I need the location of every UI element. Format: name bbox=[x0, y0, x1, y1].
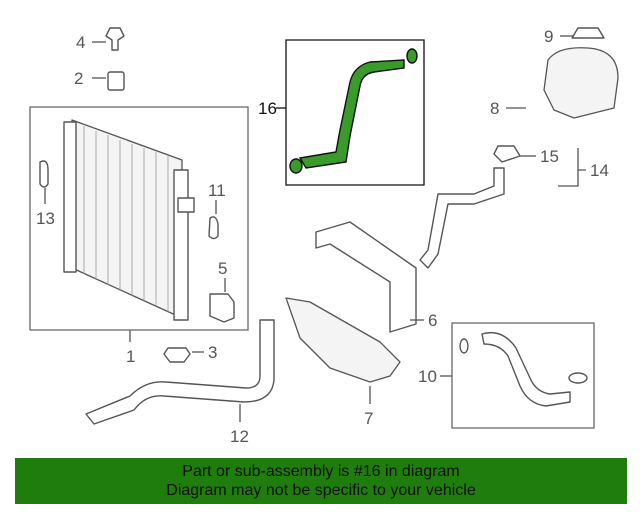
highlighted-coolant-pipe bbox=[298, 59, 405, 169]
callout-9: 9 bbox=[544, 27, 553, 46]
info-banner: Part or sub-assembly is #16 in diagram D… bbox=[15, 458, 627, 504]
part-10-box bbox=[451, 322, 595, 429]
part-16-group bbox=[276, 39, 425, 186]
clip-11-shape bbox=[208, 216, 219, 240]
callout-7: 7 bbox=[364, 409, 373, 428]
pipe-oring-right bbox=[406, 48, 418, 64]
oring-10b bbox=[568, 372, 588, 384]
radiator-left-tank bbox=[63, 121, 77, 273]
callout-15: 15 bbox=[540, 147, 559, 166]
oring-10a bbox=[459, 338, 469, 354]
part-16-box bbox=[285, 39, 425, 186]
clip-13-shape bbox=[39, 160, 49, 188]
radiator-side-bracket bbox=[177, 197, 195, 213]
expansion-tank-8-shape bbox=[543, 47, 619, 119]
air-deflector-7-shape bbox=[285, 297, 401, 383]
callout-2: 2 bbox=[74, 69, 83, 88]
grommet-3-shape bbox=[163, 347, 191, 363]
callout-13: 13 bbox=[36, 209, 55, 228]
callout-14: 14 bbox=[590, 161, 609, 180]
callout-11: 11 bbox=[208, 181, 226, 200]
callout-10: 10 bbox=[418, 367, 437, 386]
upper-hose-14-shape bbox=[419, 167, 505, 269]
callout-3: 3 bbox=[208, 343, 217, 362]
hose-10-shape bbox=[481, 331, 571, 407]
nut-2-shape bbox=[107, 71, 125, 91]
callout-8: 8 bbox=[490, 99, 499, 118]
callout-5: 5 bbox=[218, 259, 227, 278]
clamp-15-shape bbox=[493, 145, 521, 163]
callout-6: 6 bbox=[428, 311, 437, 330]
radiator-box bbox=[29, 106, 249, 331]
lower-hose-12-shape bbox=[85, 319, 275, 425]
callout-16: 16 bbox=[258, 99, 277, 118]
cap-9-shape bbox=[571, 27, 605, 39]
banner-line-2: Diagram may not be specific to your vehi… bbox=[166, 482, 476, 499]
banner-line-1: Part or sub-assembly is #16 in diagram bbox=[182, 463, 460, 480]
radiator-core bbox=[71, 119, 183, 319]
callout-1: 1 bbox=[126, 347, 135, 366]
callout-4: 4 bbox=[76, 33, 85, 52]
radiator-group bbox=[29, 106, 249, 342]
radiator-fins bbox=[83, 126, 169, 312]
parts-diagram: 1 2 3 4 5 6 7 8 9 10 11 12 13 14 15 16 bbox=[29, 27, 619, 446]
radiator-right-tank bbox=[173, 169, 189, 321]
pipe-oring-left bbox=[289, 158, 303, 174]
callout-12: 12 bbox=[230, 427, 249, 446]
drain-plug-5-shape bbox=[209, 293, 235, 323]
leader-14 bbox=[558, 148, 586, 187]
shroud-frame-6-shape bbox=[315, 221, 417, 333]
bolt-4-shape bbox=[105, 27, 125, 51]
